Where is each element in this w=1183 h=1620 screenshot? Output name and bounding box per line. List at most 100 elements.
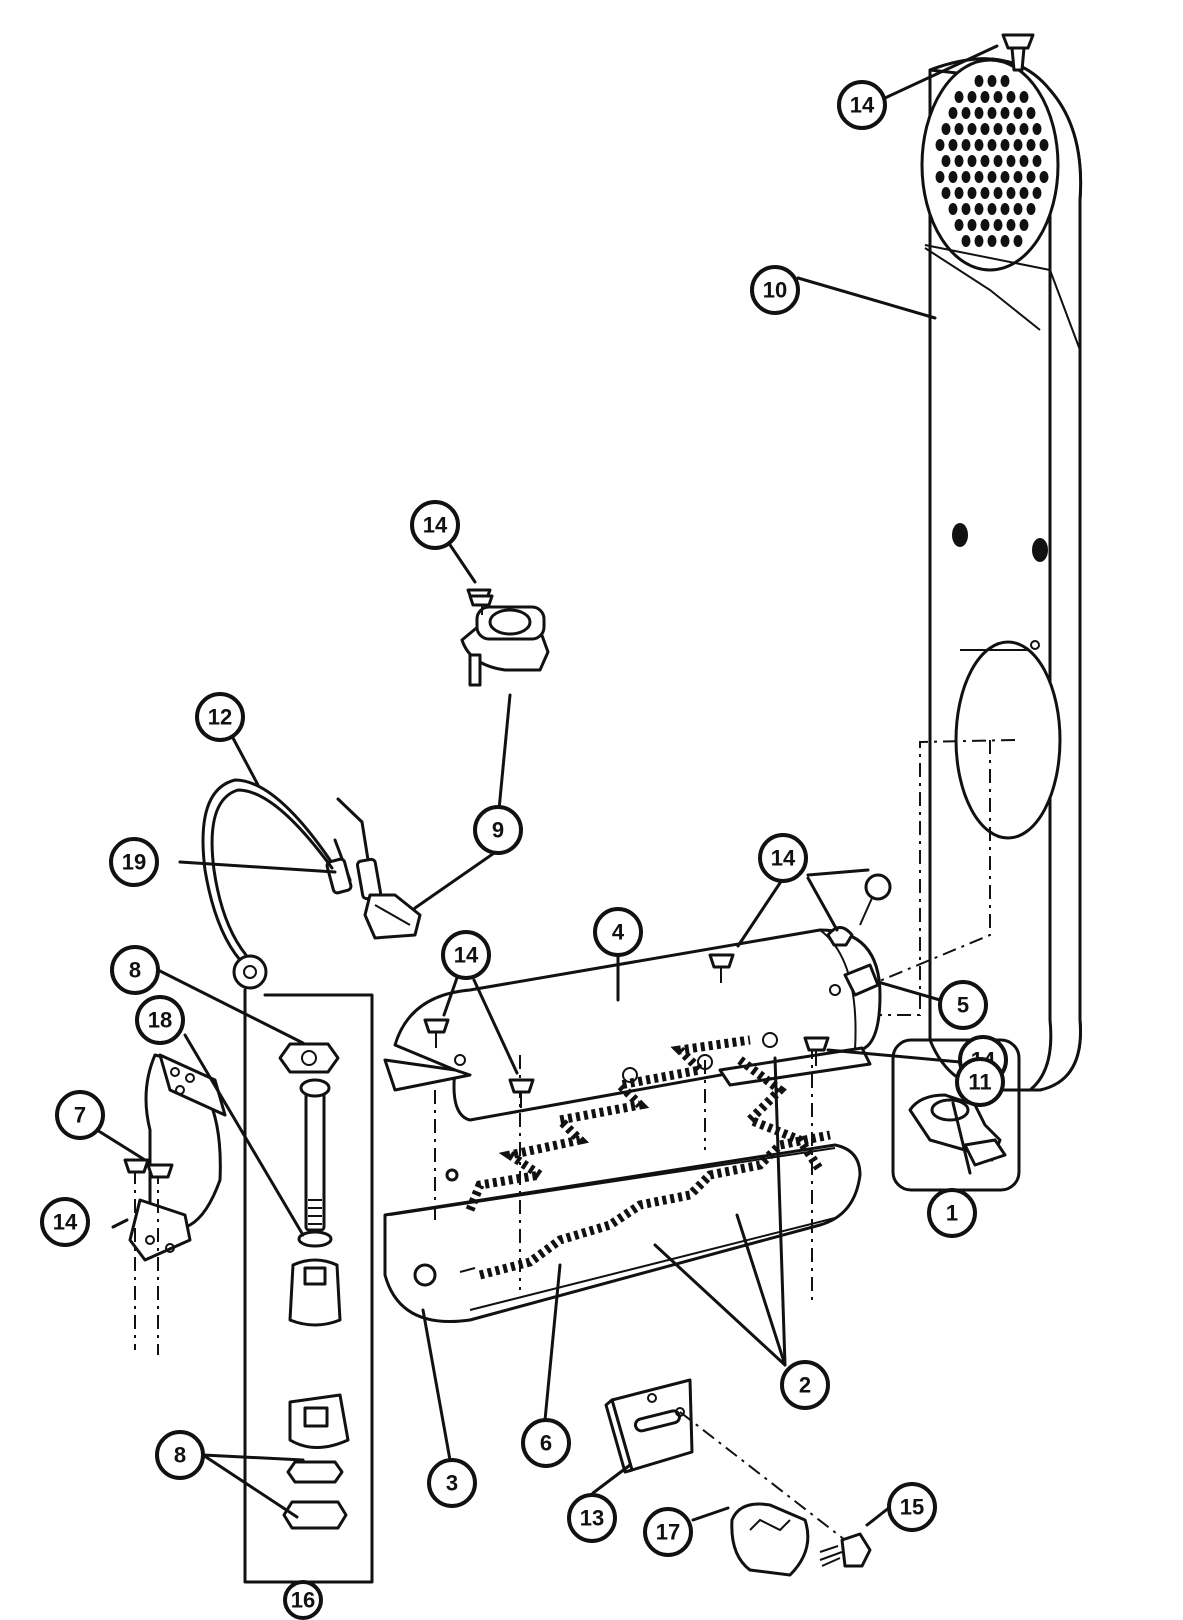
callout-18: 18 bbox=[135, 995, 185, 1045]
grille-hole bbox=[1000, 107, 1010, 119]
grille-hole bbox=[974, 171, 984, 183]
grille-hole bbox=[948, 139, 958, 151]
svg-text:8: 8 bbox=[174, 1443, 186, 1468]
callout-8: 8 bbox=[155, 1430, 205, 1480]
svg-text:14: 14 bbox=[771, 846, 796, 871]
svg-text:6: 6 bbox=[540, 1431, 552, 1456]
grille-hole bbox=[954, 155, 964, 167]
grille-hole bbox=[1013, 107, 1023, 119]
callout-17: 17 bbox=[643, 1507, 693, 1557]
grille-hole bbox=[993, 187, 1003, 199]
svg-text:14: 14 bbox=[850, 93, 875, 118]
shield-clip bbox=[829, 963, 880, 997]
grille-hole bbox=[948, 203, 958, 215]
grille-hole bbox=[954, 219, 964, 231]
grille-hole bbox=[980, 91, 990, 103]
svg-text:12: 12 bbox=[208, 705, 232, 730]
grille-hole bbox=[967, 187, 977, 199]
grille-hole bbox=[948, 107, 958, 119]
callout-4: 4 bbox=[593, 907, 643, 957]
grille-hole bbox=[1013, 139, 1023, 151]
svg-text:7: 7 bbox=[74, 1103, 86, 1128]
grille-hole bbox=[980, 155, 990, 167]
svg-text:10: 10 bbox=[763, 278, 787, 303]
grille-hole bbox=[954, 123, 964, 135]
thermostat-screw bbox=[468, 594, 494, 607]
grille-hole bbox=[967, 123, 977, 135]
grille-hole bbox=[1006, 187, 1016, 199]
callout-6: 6 bbox=[521, 1418, 571, 1468]
grille-hole bbox=[935, 139, 945, 151]
callout-1: 1 bbox=[927, 1188, 977, 1238]
callout-3: 3 bbox=[427, 1458, 477, 1508]
bracket-screws bbox=[123, 1158, 174, 1179]
grille-hole bbox=[1039, 171, 1049, 183]
terminal-plate-17 bbox=[730, 1502, 810, 1577]
svg-text:14: 14 bbox=[454, 943, 479, 968]
callout-12: 12 bbox=[195, 692, 245, 742]
grille-hole bbox=[974, 235, 984, 247]
grille-hole bbox=[1026, 107, 1036, 119]
svg-text:11: 11 bbox=[968, 1070, 991, 1095]
grille-hole bbox=[974, 75, 984, 87]
screw-15 bbox=[819, 1532, 872, 1568]
callout-14: 14 bbox=[410, 500, 460, 550]
grille-hole bbox=[987, 107, 997, 119]
heater-duct-panel bbox=[920, 57, 1083, 1092]
callout-11: 11 bbox=[955, 1057, 1005, 1107]
grille-hole bbox=[941, 187, 951, 199]
grille-hole bbox=[961, 203, 971, 215]
grille-hole bbox=[961, 107, 971, 119]
grille-hole bbox=[1019, 123, 1029, 135]
grille-hole bbox=[961, 171, 971, 183]
grille-hole bbox=[980, 187, 990, 199]
svg-text:18: 18 bbox=[148, 1008, 172, 1033]
grille-hole bbox=[941, 155, 951, 167]
grille-hole bbox=[961, 139, 971, 151]
grille-hole bbox=[1006, 123, 1016, 135]
grille-holes bbox=[935, 75, 1049, 247]
svg-text:13: 13 bbox=[580, 1506, 604, 1531]
grille-hole bbox=[967, 91, 977, 103]
grille-hole bbox=[1013, 203, 1023, 215]
grille-hole bbox=[987, 171, 997, 183]
callout-14: 14 bbox=[837, 80, 887, 130]
grille-hole bbox=[1013, 171, 1023, 183]
grille-hole bbox=[1000, 75, 1010, 87]
grille-hole bbox=[993, 155, 1003, 167]
callout-10: 10 bbox=[750, 265, 800, 315]
grille-hole bbox=[980, 219, 990, 231]
svg-text:15: 15 bbox=[900, 1495, 924, 1520]
svg-text:4: 4 bbox=[612, 920, 625, 945]
svg-text:5: 5 bbox=[957, 993, 969, 1018]
grille-hole bbox=[1006, 91, 1016, 103]
grille-hole bbox=[1013, 235, 1023, 247]
grille-hole bbox=[1000, 235, 1010, 247]
grille-hole bbox=[974, 203, 984, 215]
grille-hole bbox=[1032, 187, 1042, 199]
grille-hole bbox=[941, 123, 951, 135]
heater-bottom-shield bbox=[383, 1143, 862, 1323]
grille-hole bbox=[1019, 91, 1029, 103]
grille-hole bbox=[1000, 171, 1010, 183]
grille-hole bbox=[993, 123, 1003, 135]
grille-hole bbox=[961, 235, 971, 247]
callout-13: 13 bbox=[567, 1493, 617, 1543]
grille-hole bbox=[993, 91, 1003, 103]
grille-hole bbox=[1032, 123, 1042, 135]
grille-hole bbox=[1026, 203, 1036, 215]
grille-hole bbox=[1026, 171, 1036, 183]
thermal-fuse-kit bbox=[891, 1038, 1021, 1192]
callout-7: 7 bbox=[55, 1090, 105, 1140]
callout-19: 19 bbox=[109, 837, 159, 887]
svg-text:9: 9 bbox=[492, 818, 504, 843]
grille-hole bbox=[987, 75, 997, 87]
callout-14: 14 bbox=[441, 930, 491, 980]
grille-hole bbox=[954, 187, 964, 199]
grille-hole bbox=[987, 139, 997, 151]
grille-hole bbox=[1000, 203, 1010, 215]
grille-hole bbox=[954, 91, 964, 103]
screw-top bbox=[1001, 33, 1035, 72]
grille-hole bbox=[980, 123, 990, 135]
